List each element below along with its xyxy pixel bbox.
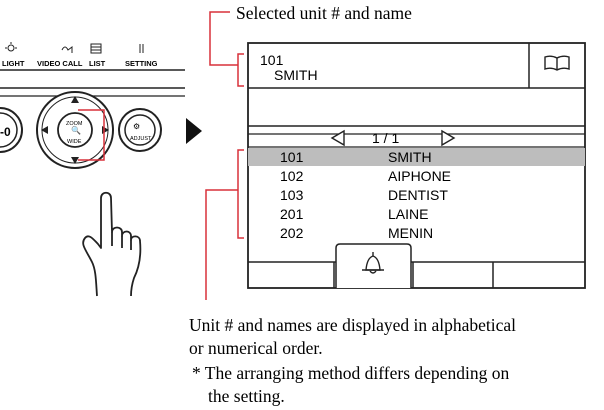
softkey-1[interactable] — [249, 263, 333, 287]
caption-note-1: * The arranging method differs depending… — [192, 363, 510, 383]
bell-icon — [362, 252, 384, 274]
list-item[interactable]: 201 LAINE — [248, 205, 585, 223]
next-step-arrow-icon — [186, 118, 202, 144]
caption-line-2: or numerical order. — [189, 338, 323, 358]
unit-number: 103 — [280, 187, 304, 203]
unit-number: 202 — [280, 225, 304, 241]
bell-softkey[interactable] — [335, 243, 412, 288]
hand-pointer-icon — [82, 191, 142, 297]
caption-line-1: Unit # and names are displayed in alphab… — [189, 315, 517, 335]
caption-note-2: the setting. — [208, 386, 285, 406]
zoom-icon: 🔍 — [71, 125, 81, 135]
unit-name: DENTIST — [388, 187, 448, 203]
joystick-down-arrow — [71, 157, 79, 164]
selected-unit-number: 101 — [260, 52, 284, 68]
list-item[interactable]: 101 SMITH — [248, 148, 585, 166]
selected-row-highlight — [248, 148, 585, 166]
list-item[interactable]: 202 MENIN — [248, 224, 585, 242]
adjust-button[interactable]: ⚙ ADJUST — [118, 108, 162, 152]
talk-button[interactable]: -0 — [0, 107, 23, 153]
selected-unit-name: SMITH — [274, 67, 318, 83]
setting-icon — [139, 44, 144, 53]
unit-name: MENIN — [388, 225, 434, 241]
selected-callout-line — [209, 11, 238, 66]
svg-text:-0: -0 — [0, 125, 11, 139]
list-callout-line — [205, 189, 238, 300]
selected-bracket — [237, 53, 244, 87]
triangle-right-icon[interactable] — [441, 129, 456, 147]
light-button-label[interactable]: LIGHT — [2, 59, 25, 68]
adjust-icon: ⚙ — [133, 122, 140, 131]
zoom-label: ZOOM — [66, 121, 83, 127]
unit-name: LAINE — [388, 206, 429, 222]
unit-name: SMITH — [388, 149, 432, 165]
wide-label: WIDE — [67, 139, 82, 145]
list-button-label[interactable]: LIST — [89, 59, 106, 68]
book-icon[interactable] — [544, 55, 570, 71]
pager-text: 1 / 1 — [372, 130, 399, 146]
adjust-label: ADJUST — [130, 136, 152, 142]
joystick-callout — [78, 109, 105, 161]
unit-number: 101 — [280, 149, 304, 165]
screen-diagram: 1 / 1 — [205, 11, 586, 300]
selected-unit-callout-text: Selected unit # and name — [236, 3, 412, 23]
light-icon — [5, 42, 17, 52]
unit-number: 102 — [280, 168, 304, 184]
list-item[interactable]: 102 AIPHONE — [248, 167, 585, 185]
joystick-button[interactable]: ZOOM 🔍 WIDE — [36, 91, 114, 169]
video-call-button-label[interactable]: VIDEO CALL — [37, 59, 83, 68]
list-bracket — [237, 149, 244, 239]
softkey-3[interactable] — [414, 263, 492, 287]
softkey-4[interactable] — [494, 263, 584, 287]
list-icon — [90, 43, 102, 54]
joystick-left-arrow — [41, 126, 48, 134]
pager-row: 1 / 1 — [330, 129, 456, 147]
joystick-up-arrow — [71, 96, 79, 103]
unit-number: 201 — [280, 206, 304, 222]
unit-name: AIPHONE — [388, 168, 452, 184]
monitor-illustration: LIGHT VIDEO CALL LIST SETTING -0 ZOOM 🔍 … — [0, 42, 185, 297]
triangle-left-icon[interactable] — [330, 129, 345, 147]
video-call-icon — [61, 46, 73, 53]
setting-button-label[interactable]: SETTING — [125, 59, 158, 68]
list-item[interactable]: 103 DENTIST — [248, 186, 585, 204]
